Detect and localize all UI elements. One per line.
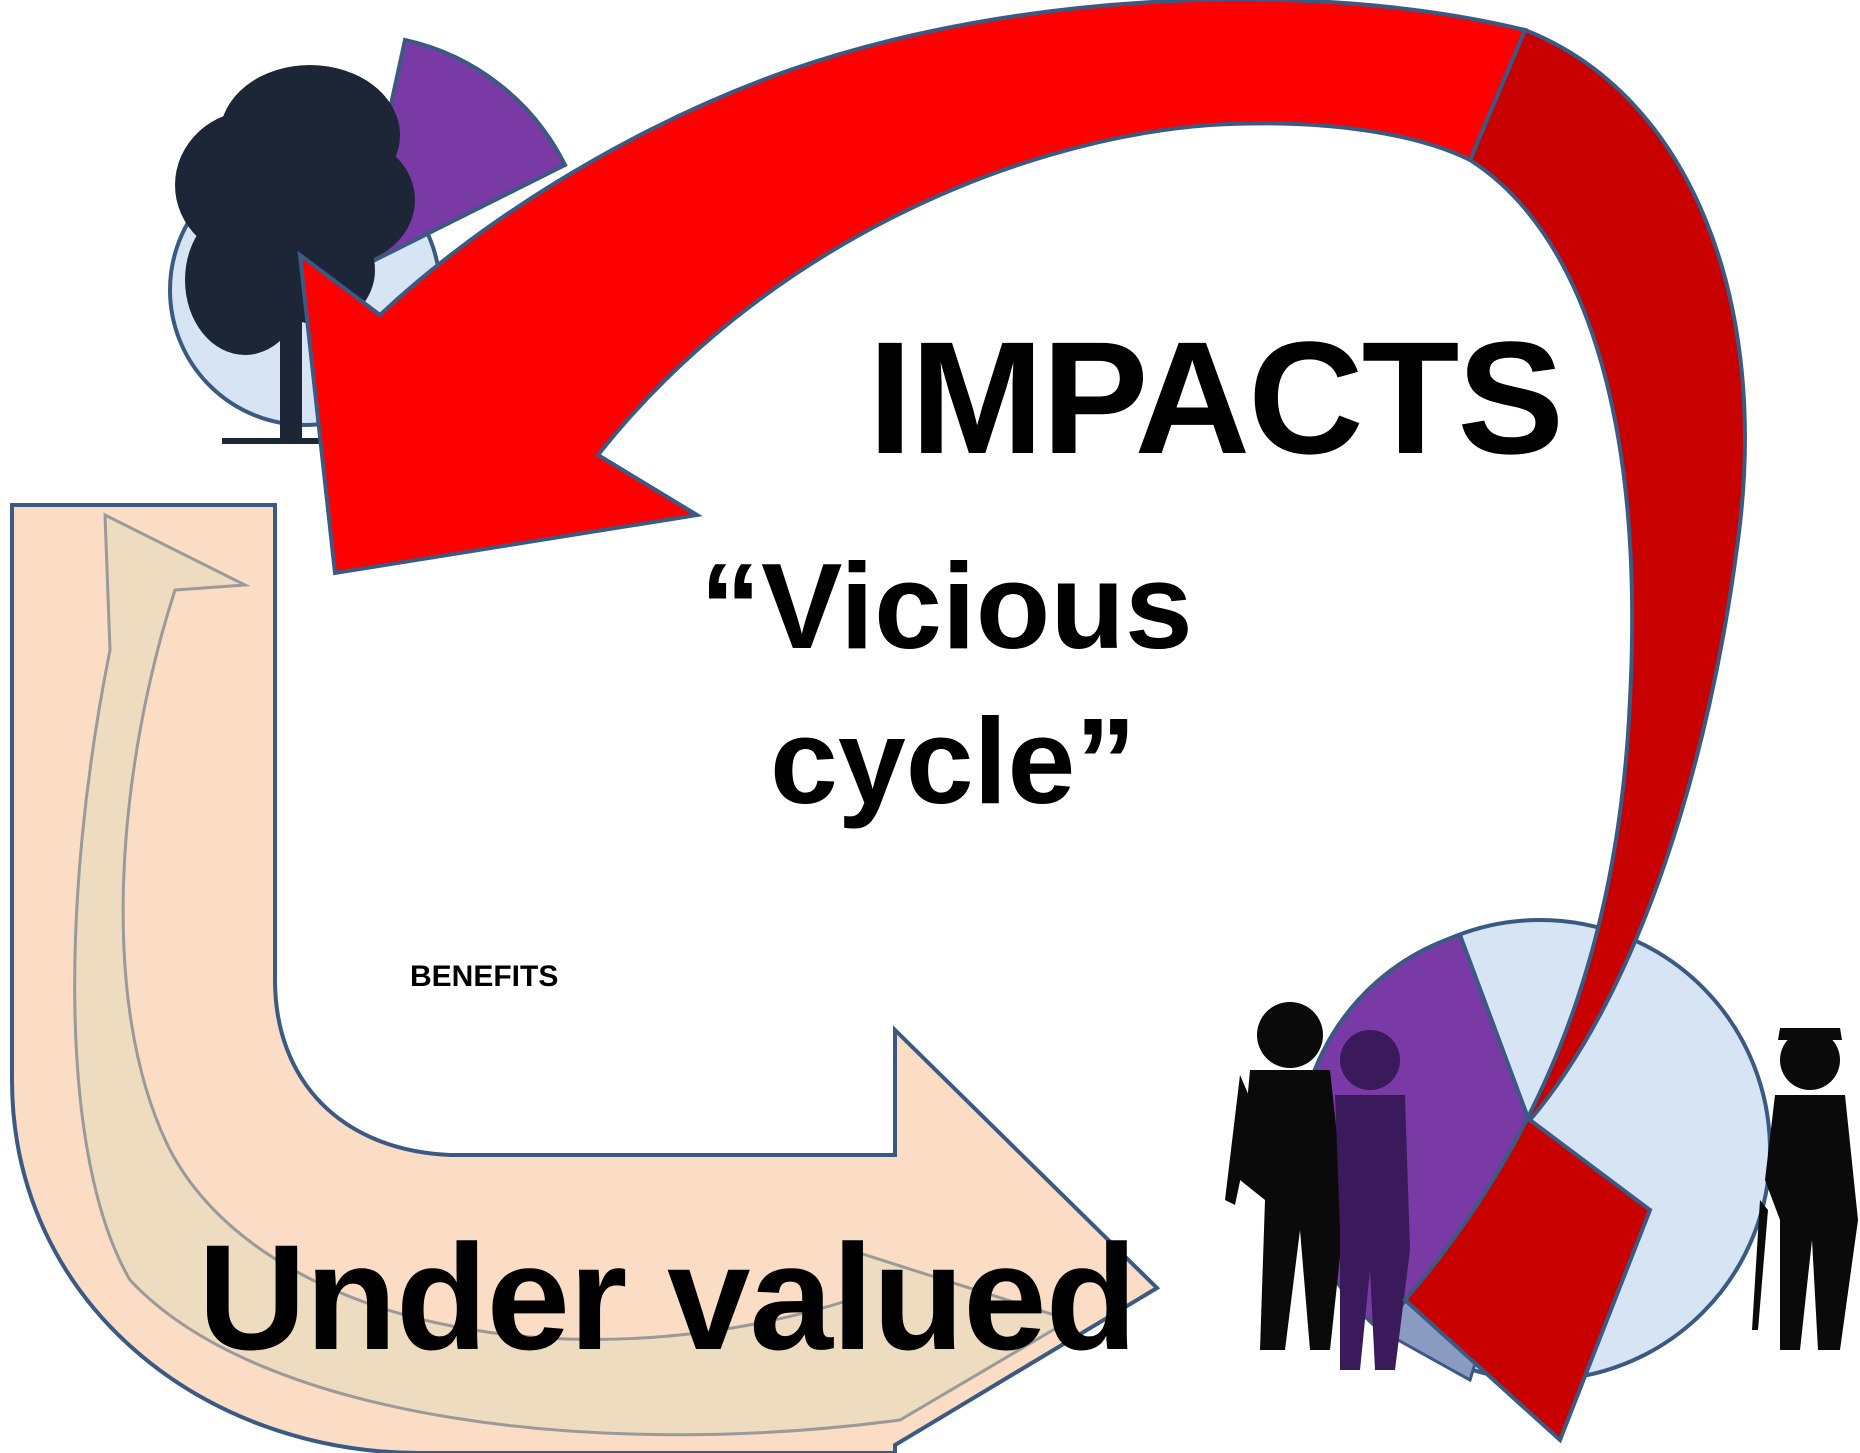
impacts-arrow: [297, 0, 1747, 1444]
vicious-cycle-label-line1: “Vicious: [700, 538, 1193, 674]
people-silhouette-icon: [1225, 1002, 1858, 1370]
impacts-label: IMPACTS: [868, 308, 1564, 487]
under-valued-label: Under valued: [198, 1213, 1137, 1381]
vicious-cycle-label-line2: cycle”: [770, 693, 1137, 829]
benefits-label: BENEFITS: [410, 960, 559, 993]
